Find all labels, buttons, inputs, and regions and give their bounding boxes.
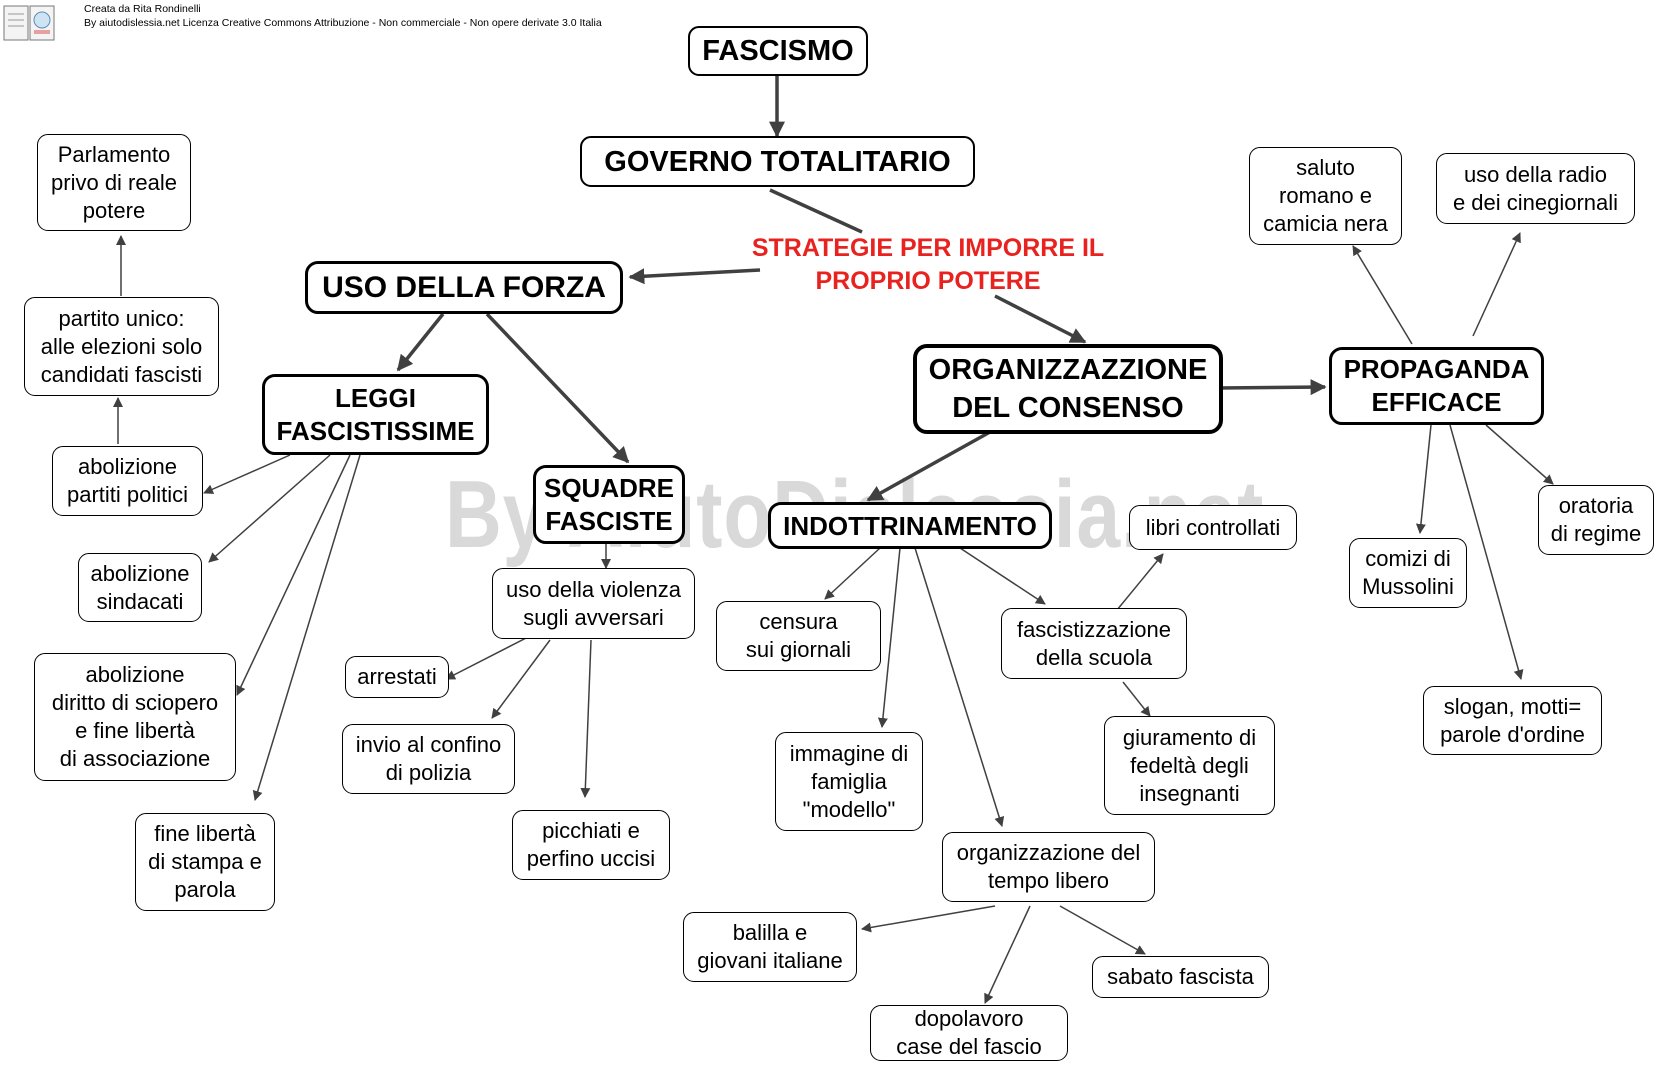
node-governo-totalitario: GOVERNO TOTALITARIO xyxy=(580,136,975,187)
edge-leggi-abolpartiti xyxy=(203,454,291,494)
node-arrestati: arrestati xyxy=(345,656,449,698)
book-logo-icon xyxy=(3,5,55,41)
edge-indottrinamento-scuola xyxy=(959,547,1046,605)
edge-scuola-giuramento xyxy=(1122,681,1151,717)
node-slogan: slogan, motti= parole d'ordine xyxy=(1423,686,1602,755)
node-uso-violenza: uso della violenza sugli avversari xyxy=(492,568,695,639)
node-giuramento: giuramento di fedeltà degli insegnanti xyxy=(1104,716,1275,815)
edge-forza-leggi xyxy=(396,312,445,372)
node-balilla: balilla e giovani italiane xyxy=(683,912,857,982)
edge-indottrinamento-immagine xyxy=(877,547,901,728)
node-oratoria: oratoria di regime xyxy=(1538,485,1654,555)
edge-propaganda-slogan xyxy=(1449,424,1524,680)
node-sabato-fascista: sabato fascista xyxy=(1092,956,1269,998)
edge-violenza-arrestati xyxy=(445,635,531,680)
link-label-strategie: STRATEGIE PER IMPORRE IL PROPRIO POTERE xyxy=(751,234,1105,295)
edge-propaganda-comizi xyxy=(1415,424,1432,534)
edge-scuola-libri xyxy=(1116,553,1164,611)
edge-propaganda-oratoria xyxy=(1485,424,1554,485)
node-radio-cinegiornali: uso della radio e dei cinegiornali xyxy=(1436,153,1635,224)
edge-violenza-picchiati xyxy=(580,639,592,798)
node-abolizione-sindacati: abolizione sindacati xyxy=(78,553,202,622)
node-saluto-romano: saluto romano e camicia nera xyxy=(1249,147,1402,245)
node-dopolavoro: dopolavoro case del fascio xyxy=(870,1005,1068,1061)
edge-organizzazione-indottrinamento xyxy=(866,430,991,502)
credits-header: Creata da Rita Rondinelli By aiutodisles… xyxy=(84,2,602,30)
node-abolizione-partiti: abolizione partiti politici xyxy=(52,446,203,516)
edge-tempolibero-dopolavoro xyxy=(984,905,1031,1004)
edge-propaganda-radio xyxy=(1472,232,1521,337)
edge-tempolibero-sabato xyxy=(1059,905,1146,955)
edge-violenza-confino xyxy=(491,639,551,719)
edge-forza-squadre xyxy=(485,312,630,464)
edge-strategie-forza xyxy=(628,268,761,285)
node-invio-confino: invio al confino di polizia xyxy=(342,724,515,794)
edge-governo-strategie xyxy=(769,188,863,234)
credits-license: By aiutodislessia.net Licenza Creative C… xyxy=(84,17,602,29)
node-fascistizzazione-scuola: fascistizzazione della scuola xyxy=(1001,608,1187,679)
node-parlamento: Parlamento privo di reale potere xyxy=(37,134,191,231)
node-picchiati: picchiati e perfino uccisi xyxy=(512,810,670,880)
edge-strategie-organizzazione xyxy=(994,294,1087,344)
edge-propaganda-saluto xyxy=(1352,245,1413,345)
node-abolizione-sciopero: abolizione diritto di sciopero e fine li… xyxy=(34,653,236,781)
node-comizi-mussolini: comizi di Mussolini xyxy=(1349,538,1467,608)
edge-leggi-abolsciopero xyxy=(236,454,351,696)
node-indottrinamento: INDOTTRINAMENTO xyxy=(768,502,1052,549)
edge-tempolibero-balilla xyxy=(861,905,996,933)
edge-organizzazione-propaganda xyxy=(1217,379,1327,396)
node-organizzazione-tempo-libero: organizzazione del tempo libero xyxy=(942,832,1155,902)
credits-author: Creata da Rita Rondinelli xyxy=(84,3,201,15)
node-organizzazione-consenso: ORGANIZZAZZIONE DEL CONSENSO xyxy=(913,344,1223,434)
node-libri-controllati: libri controllati xyxy=(1129,505,1297,550)
node-partito-unico: partito unico: alle elezioni solo candid… xyxy=(24,297,219,396)
node-propaganda-efficace: PROPAGANDA EFFICACE xyxy=(1329,347,1544,425)
node-squadre-fasciste: SQUADRE FASCISTE xyxy=(533,465,685,544)
edge-leggi-finestampa xyxy=(252,454,361,801)
edge-leggi-abolsindacati xyxy=(208,454,331,563)
node-fascismo: FASCISMO xyxy=(688,26,868,76)
edge-indottrinamento-tempolibero xyxy=(914,547,1005,827)
node-immagine-famiglia: immagine di famiglia "modello" xyxy=(775,732,923,831)
node-censura: censura sui giornali xyxy=(716,601,881,671)
node-leggi-fascistissime: LEGGI FASCISTISSIME xyxy=(262,374,489,455)
node-fine-liberta-stampa: fine libertà di stampa e parola xyxy=(135,813,275,911)
node-uso-della-forza: USO DELLA FORZA xyxy=(305,261,623,314)
edge-indottrinamento-censura xyxy=(824,547,881,600)
